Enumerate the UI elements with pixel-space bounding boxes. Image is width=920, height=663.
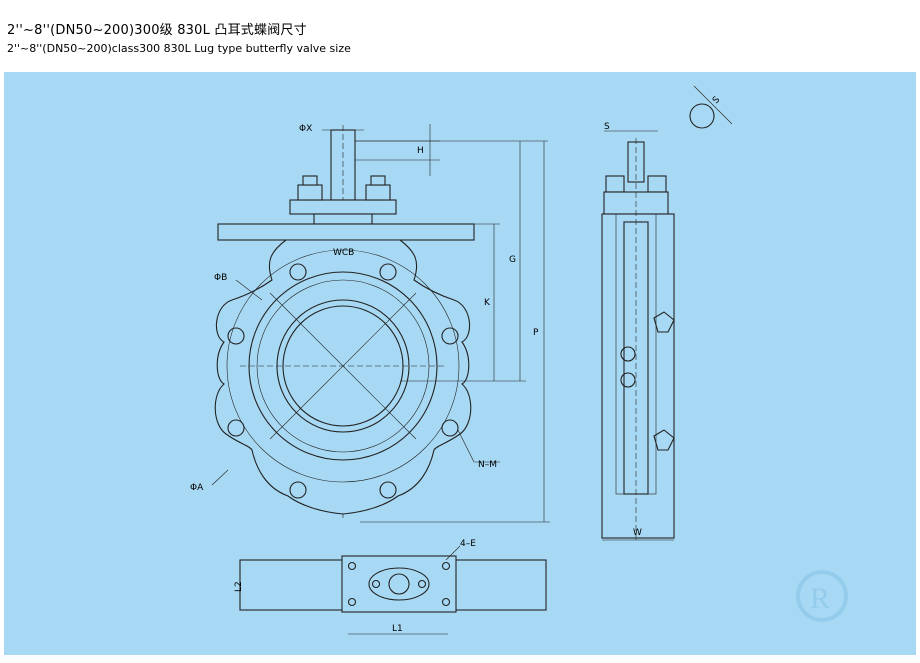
bolt-hole [289,263,307,281]
side-s-label: S [604,122,610,132]
bottom-hole [441,597,451,607]
l1-label: L1 [392,624,403,634]
material-mark: WCB [333,248,354,258]
stem-detail: S [689,85,733,129]
w-label: W [633,528,642,538]
bottom-oval-flange [368,567,430,601]
seal-upper [653,311,675,333]
e-label: 4–E [460,539,476,549]
side-pin-2 [620,372,636,388]
watermark-logo: R [796,570,848,622]
left-bolt-top [302,175,318,186]
bottom-flange-hole [417,579,427,589]
bottom-stem [388,573,410,595]
nm-leader [457,429,475,463]
right-bolt-head [365,184,391,201]
neck-block [313,213,373,225]
watermark-circle [796,570,848,622]
header: 2''~8''(DN50~200)300级 830L 凸耳式蝶阀尺寸 2''~8… [0,0,920,72]
bolt-circle [226,249,460,483]
bolt-hole [289,481,307,499]
valve-body [214,239,472,515]
p-label: P [533,328,539,338]
phia-label: ΦA [190,483,204,493]
left-bolt-head [297,184,323,201]
stem-s-line [693,85,733,125]
h-label: H [417,146,424,156]
side-bolt-left [605,175,625,193]
bottom-hole [347,561,357,571]
watermark-letter: R [810,582,830,615]
bolt-hole [441,419,459,437]
bottom-right-lug [445,559,547,611]
phib-leader [235,279,263,301]
side-view: S W [601,122,675,541]
title-chinese: 2''~8''(DN50~200)300级 830L 凸耳式蝶阀尺寸 [7,23,307,38]
bolt-hole [441,327,459,345]
side-body [601,213,675,539]
bolt-holes [227,263,459,499]
bolt-hole [227,327,245,345]
bolt-hole [379,263,397,281]
seal-lower [653,429,675,451]
stem-section [689,103,715,129]
front-view: WCB ΦX H G K P ΦB ΦA N–M [190,124,550,523]
phix-label: ΦX [299,124,312,134]
diag-line-2 [269,292,417,440]
bottom-flange-hole [371,579,381,589]
l2-label: L2 [234,581,244,592]
phib-label: ΦB [214,273,227,283]
bottom-view: 4–E L1 L2 [234,539,547,635]
bottom-hole [441,561,451,571]
bottom-left-lug [239,559,353,611]
mounting-flange [217,223,475,241]
title-english: 2''~8''(DN50~200)class300 830L Lug type … [7,42,351,55]
phia-leader [211,469,229,486]
top-plate [289,199,397,215]
bottom-hole [347,597,357,607]
k-label: K [484,298,491,308]
side-bolt-right [647,175,667,193]
stem-s-label: S [711,95,722,106]
bolt-hole [227,419,245,437]
bolt-hole [379,481,397,499]
nm-label: N–M [478,460,497,470]
right-bolt-top [370,175,386,186]
g-label: G [509,255,516,265]
e-leader [445,545,461,561]
side-pin-1 [620,346,636,362]
bottom-plate [341,555,457,613]
